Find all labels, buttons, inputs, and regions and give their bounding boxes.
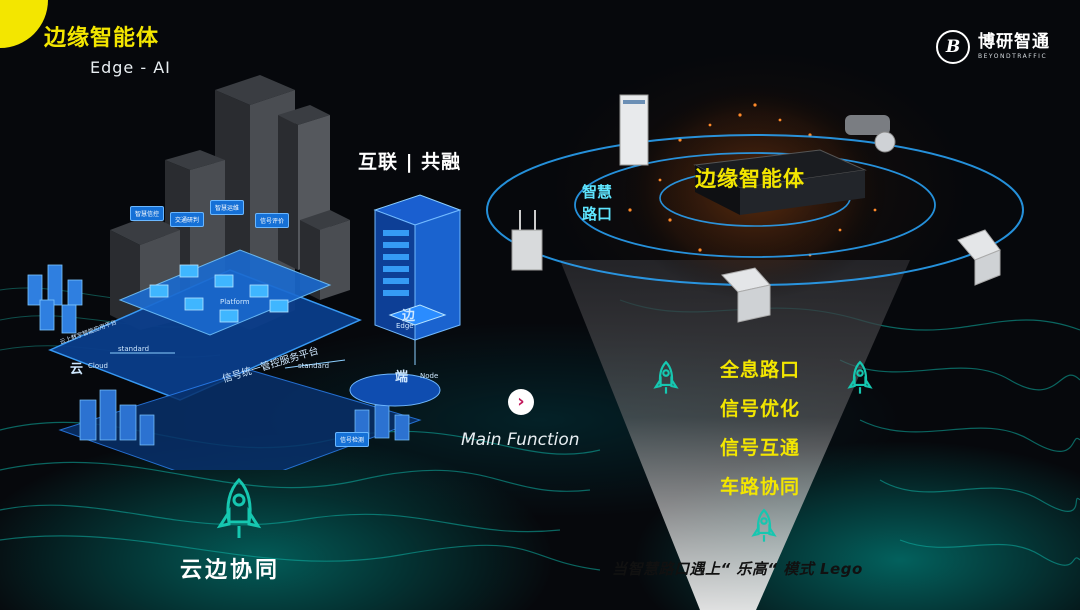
edge-sub-label: Edge [396, 322, 414, 330]
badge-traffic-analysis: 交通研判 [170, 212, 205, 227]
chevron-right-icon[interactable]: › [508, 389, 534, 415]
standard-label-right: standard [298, 362, 330, 370]
brand-name-en: BEYONDTRAFFIC [978, 53, 1048, 60]
badge-signal-detection: 信号检测 [335, 432, 370, 447]
function-signal-interconnection: 信号互通 [720, 437, 801, 459]
platform-sub-label: Platform [220, 298, 250, 306]
tagline: 当智慧路口遇上“ 乐高“ 模式 Lego [612, 560, 863, 578]
brand-logo-icon: B [936, 30, 970, 64]
brand-name-cn: 博研智通 [978, 32, 1050, 52]
rocket-icon [847, 360, 873, 394]
cloud-sub-label: Cloud [88, 362, 108, 370]
interconnect-label: 互联 | 共融 [358, 151, 462, 173]
brand-text: 博研智通 BEYONDTRAFFIC [978, 34, 1050, 60]
node-sub-label: Node [420, 372, 439, 380]
function-vehicle-road-coordination: 车路协同 [720, 476, 801, 498]
cloud-label: 云 [70, 362, 84, 377]
function-list: 全息路口 信号优化 信号互通 车路协同 [720, 355, 800, 511]
standard-label-left: standard [118, 345, 150, 353]
smart-intersection-line1: 智慧 [582, 183, 613, 201]
cloud-edge-label: 云边协同 [180, 558, 281, 583]
edge-agent-diagram [486, 80, 1024, 323]
rocket-icon [751, 508, 777, 542]
node-label: 端 [395, 370, 409, 385]
badge-smart-signal: 智慧信控 [130, 206, 165, 221]
smart-intersection-line2: 路口 [582, 205, 613, 223]
function-signal-optimization: 信号优化 [720, 398, 801, 420]
main-function-label: Main Function [461, 430, 580, 450]
smart-intersection-label: 智慧 路口 [582, 181, 612, 225]
smart-city-illustration [27, 75, 462, 470]
edge-agent-label: 边缘智能体 [695, 167, 805, 191]
edge-label: 边 [402, 309, 416, 324]
rocket-icon [216, 477, 262, 538]
rocket-icon [653, 360, 679, 394]
badge-signal-evaluation: 信号评价 [255, 213, 290, 228]
badge-smart-maintenance: 智慧运维 [210, 200, 245, 215]
page-subtitle: Edge - AI [90, 58, 171, 77]
page-title: 边缘智能体 [44, 26, 160, 51]
brand: B 博研智通 BEYONDTRAFFIC [936, 30, 1050, 64]
function-holographic-intersection: 全息路口 [720, 359, 801, 381]
